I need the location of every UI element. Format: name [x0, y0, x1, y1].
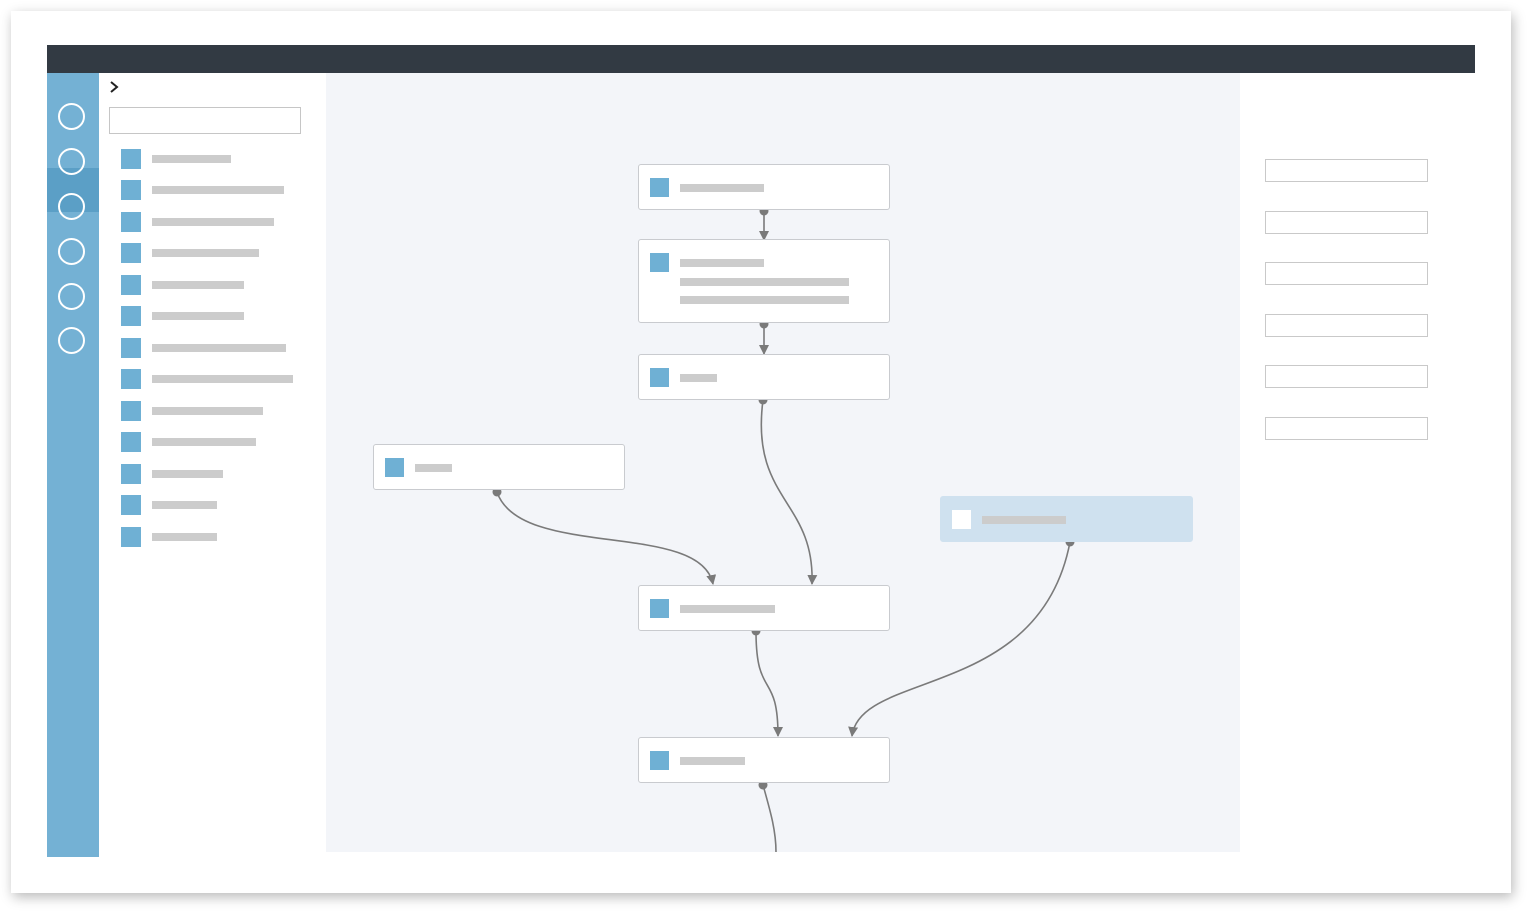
node-description-line: [680, 296, 849, 304]
palette-item-label: [152, 281, 244, 289]
palette-item-label: [152, 438, 256, 446]
node-type-icon: [121, 306, 141, 326]
node-type-icon: [650, 599, 669, 618]
chevron-right-icon[interactable]: [108, 80, 122, 98]
flow-node[interactable]: [638, 354, 890, 400]
node-type-icon: [650, 178, 669, 197]
node-label: [680, 259, 764, 267]
palette-item-label: [152, 249, 259, 257]
flow-node-selected[interactable]: [940, 496, 1193, 542]
palette-item-label: [152, 218, 274, 226]
node-type-icon: [121, 464, 141, 484]
icon-sidebar: [47, 73, 99, 857]
node-type-icon: [650, 368, 669, 387]
node-type-icon: [121, 495, 141, 515]
palette-item-label: [152, 344, 286, 352]
node-label: [680, 605, 775, 613]
node-type-icon: [121, 212, 141, 232]
property-field[interactable]: [1265, 211, 1428, 234]
circle-icon[interactable]: [58, 103, 85, 130]
palette-item-label: [152, 312, 244, 320]
circle-icon[interactable]: [58, 193, 85, 220]
flow-node[interactable]: [638, 164, 890, 210]
property-field[interactable]: [1265, 365, 1428, 388]
node-label: [680, 757, 745, 765]
flow-node[interactable]: [638, 585, 890, 631]
top-bar: [47, 45, 1475, 73]
node-type-icon: [650, 751, 669, 770]
node-type-icon: [121, 432, 141, 452]
node-type-icon: [650, 253, 669, 272]
palette-item-label: [152, 533, 217, 541]
flow-node[interactable]: [638, 737, 890, 783]
palette-item-label: [152, 186, 284, 194]
node-label: [680, 184, 764, 192]
node-type-icon: [121, 149, 141, 169]
property-field[interactable]: [1265, 262, 1428, 285]
node-type-icon: [121, 243, 141, 263]
flow-node[interactable]: [373, 444, 625, 490]
node-label: [680, 374, 717, 382]
node-type-icon: [121, 527, 141, 547]
palette-search-input[interactable]: [109, 107, 301, 134]
circle-icon[interactable]: [58, 238, 85, 265]
node-type-icon: [952, 510, 971, 529]
node-type-icon: [121, 275, 141, 295]
node-type-icon: [121, 401, 141, 421]
node-type-icon: [385, 458, 404, 477]
node-description-line: [680, 278, 849, 286]
node-type-icon: [121, 338, 141, 358]
property-field[interactable]: [1265, 417, 1428, 440]
node-label: [982, 516, 1066, 524]
node-label: [415, 464, 452, 472]
circle-icon[interactable]: [58, 327, 85, 354]
circle-icon[interactable]: [58, 283, 85, 310]
circle-icon[interactable]: [58, 148, 85, 175]
node-type-icon: [121, 180, 141, 200]
flow-node[interactable]: [638, 239, 890, 323]
palette-item-label: [152, 501, 217, 509]
palette-item-label: [152, 470, 223, 478]
palette-item-label: [152, 375, 293, 383]
property-field[interactable]: [1265, 159, 1428, 182]
palette-item-label: [152, 407, 263, 415]
node-type-icon: [121, 369, 141, 389]
palette-item-label: [152, 155, 231, 163]
property-field[interactable]: [1265, 314, 1428, 337]
